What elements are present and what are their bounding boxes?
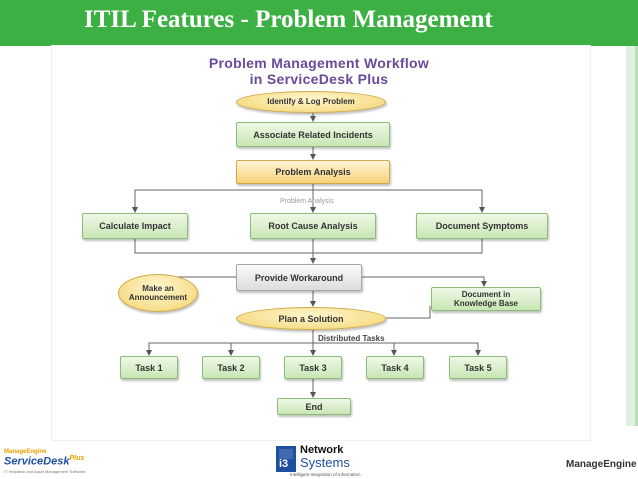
network-systems-logo: i3 Network Systems Intelligent Integrati… xyxy=(276,443,366,477)
node-calculate-impact: Calculate Impact xyxy=(82,213,188,239)
slide-title: ITIL Features - Problem Management xyxy=(84,6,493,33)
logo-manageengine-small: ManageEngine xyxy=(4,449,47,455)
servicedesk-plus-logo: ManageEngine ServiceDeskPlus IT Helpdesk… xyxy=(4,449,85,475)
label-problem-analysis-branch: Problem Analysis xyxy=(280,198,334,205)
edge-calculate-workaround xyxy=(134,239,316,264)
logo-servicedesk-tagline: IT Helpdesk and Asset Management Softwar… xyxy=(4,469,86,474)
i3-mark-icon: i3 xyxy=(276,446,296,472)
node-task-2: Task 2 xyxy=(202,356,260,379)
edge-workaround-kb xyxy=(362,276,487,287)
edge-plan-task5 xyxy=(313,342,481,356)
label-distributed-tasks: Distributed Tasks xyxy=(318,334,385,343)
workflow-title-line1: Problem Management Workflow xyxy=(208,55,430,71)
logo-systems-text: Systems xyxy=(300,455,350,470)
node-root-cause-analysis: Root Cause Analysis xyxy=(250,213,376,239)
node-problem-analysis: Problem Analysis xyxy=(236,160,390,184)
decorative-stripe-edge xyxy=(635,46,638,426)
node-task-3: Task 3 xyxy=(284,356,342,379)
logo-plus-text: Plus xyxy=(69,455,85,462)
node-task-4: Task 4 xyxy=(366,356,424,379)
svg-text:i3: i3 xyxy=(279,458,288,470)
node-task-1: Task 1 xyxy=(120,356,178,379)
logo-servicedesk-text: ServiceDesk xyxy=(4,455,70,468)
node-end: End xyxy=(277,398,351,415)
node-provide-workaround: Provide Workaround xyxy=(236,264,362,291)
edge-analysis-calculate xyxy=(132,189,313,213)
node-task-5: Task 5 xyxy=(449,356,507,379)
node-document-knowledge-base: Document in Knowledge Base xyxy=(431,287,541,311)
node-document-symptoms: Document Symptoms xyxy=(416,213,548,239)
slide-title-bar: ITIL Features - Problem Management xyxy=(0,0,638,46)
edge-symptoms-workaround xyxy=(313,239,483,254)
node-identify-log-problem: Identify & Log Problem xyxy=(236,91,386,113)
edge-plan-task4 xyxy=(313,342,397,356)
node-make-announcement: Make an Announcement xyxy=(118,274,198,312)
node-plan-solution: Plan a Solution xyxy=(236,307,386,330)
edge-plan-task2 xyxy=(228,342,313,356)
edge-plan-kb-link xyxy=(386,306,431,319)
node-associate-related-incidents: Associate Related Incidents xyxy=(236,122,390,147)
logo-network-tagline: Intelligent Integration of Information xyxy=(290,472,361,477)
edge-analysis-symptoms xyxy=(313,189,485,213)
workflow-title-line2: in ServiceDesk Plus xyxy=(249,71,389,87)
logo-network-text: Network xyxy=(300,444,344,456)
manageengine-logo: ManageEngine xyxy=(566,459,637,470)
